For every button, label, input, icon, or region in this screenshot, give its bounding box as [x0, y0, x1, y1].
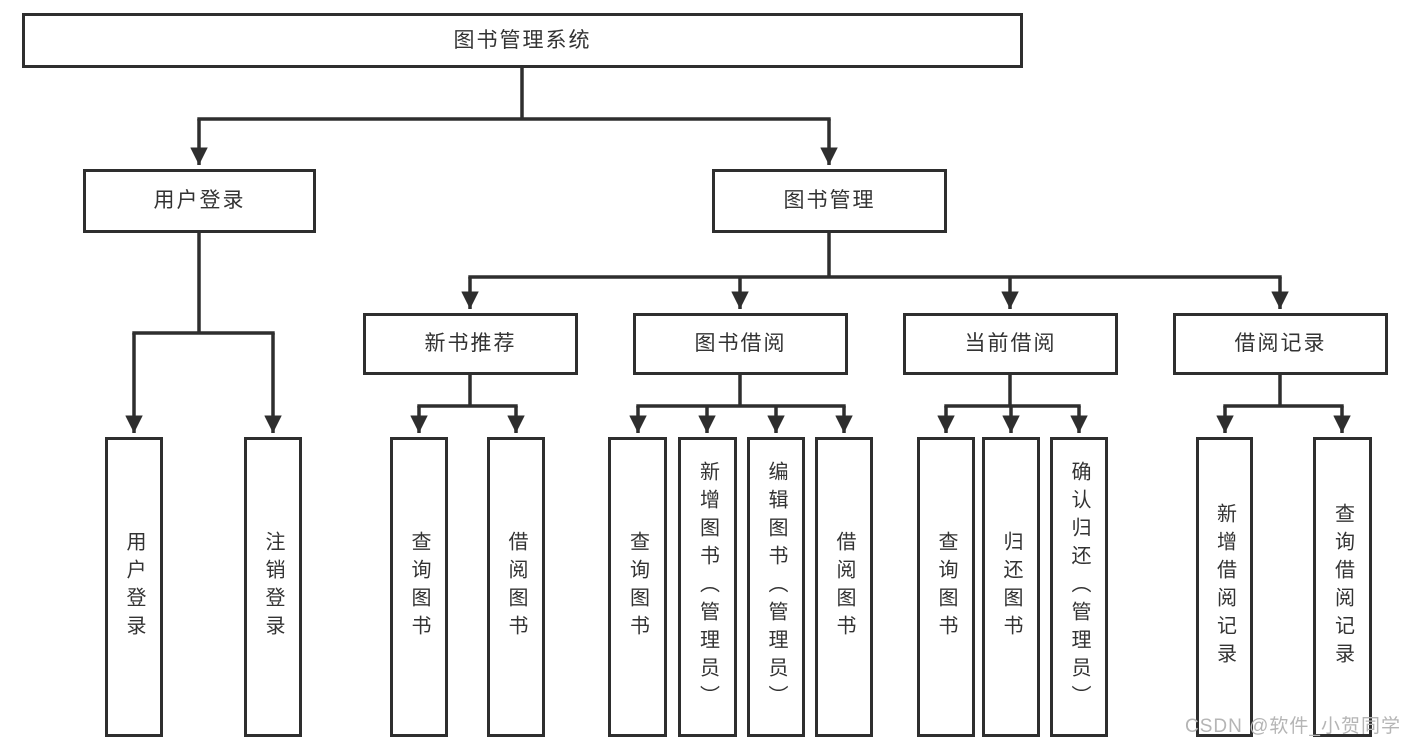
node-current-return-books: 归还图书: [982, 437, 1040, 737]
node-borrow-add-books-admin: 新增图书（管理员）: [678, 437, 737, 737]
node-newbook-borrow-books: 借阅图书: [487, 437, 545, 737]
node-book-management: 图书管理: [712, 169, 947, 233]
node-borrow-records: 借阅记录: [1173, 313, 1388, 375]
connector-login-bus: [132, 233, 275, 335]
node-user-login: 用户登录: [83, 169, 316, 233]
node-logout: 注销登录: [244, 437, 302, 737]
connector-newbook-bus: [417, 375, 518, 408]
node-root: 图书管理系统: [22, 13, 1023, 68]
node-new-book-recommend: 新书推荐: [363, 313, 578, 375]
node-current-borrow: 当前借阅: [903, 313, 1118, 375]
connector-root-bus: [197, 68, 831, 121]
node-current-confirm-return-admin: 确认归还（管理员）: [1050, 437, 1108, 737]
connector-records-bus: [1223, 375, 1344, 408]
connector-borrow-bus: [636, 375, 846, 408]
connector-management-bus: [468, 233, 1282, 279]
node-current-query-books: 查询图书: [917, 437, 975, 737]
node-book-borrow: 图书借阅: [633, 313, 848, 375]
node-borrow-edit-books-admin: 编辑图书（管理员）: [747, 437, 805, 737]
node-records-add-record: 新增借阅记录: [1196, 437, 1253, 737]
node-borrow-borrow-books: 借阅图书: [815, 437, 873, 737]
node-borrow-query-books: 查询图书: [608, 437, 667, 737]
watermark: CSDN @软件_小贺同学: [1185, 716, 1401, 737]
node-newbook-query-books: 查询图书: [390, 437, 448, 737]
node-records-query-record: 查询借阅记录: [1313, 437, 1372, 737]
node-login: 用户登录: [105, 437, 163, 737]
connector-current-bus: [944, 375, 1081, 408]
